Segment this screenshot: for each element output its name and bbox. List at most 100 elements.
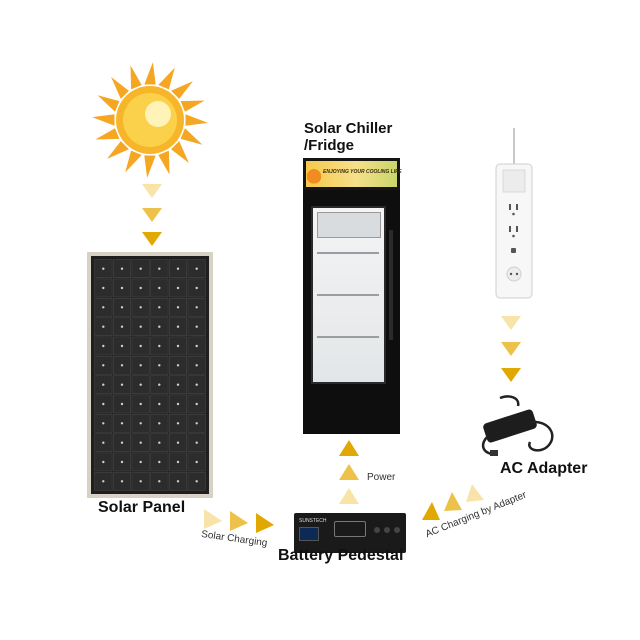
solar-cell-dot [158, 286, 161, 290]
sun-icon [92, 62, 208, 178]
sun-ray [97, 95, 120, 112]
solar-cell-dot [195, 422, 198, 425]
solar-cell-dot [139, 441, 142, 444]
sun-ray [95, 128, 120, 140]
solar-cell-dot [176, 402, 180, 406]
solar-cell-dot [158, 364, 161, 367]
fridge-cabinet [303, 190, 400, 434]
solar-cell-dot [158, 344, 161, 348]
solar-cell-dot [120, 402, 124, 406]
sun-to-panel-arrows [142, 184, 162, 246]
solar-cell-dot [195, 344, 198, 348]
solar-cell-dot [158, 441, 161, 444]
sun-ray [185, 114, 208, 126]
solar-cell-dot [102, 344, 105, 348]
solar-cell-dot [139, 480, 142, 483]
solar-cell-dot [158, 306, 161, 309]
solar-cell-dot [158, 402, 161, 406]
solar-cell-dot [158, 480, 161, 483]
sun-ray [171, 81, 193, 99]
solar-cell-dot [176, 286, 180, 290]
solar-charging-arrows [204, 509, 274, 533]
solar-cell-dot [120, 325, 124, 328]
solar-cell-dot [120, 480, 124, 483]
sun-ray [144, 62, 156, 85]
solar-cell-dot [102, 286, 105, 290]
solar-cell-dot [195, 460, 198, 464]
solar-cell-dot [120, 383, 124, 386]
solar-cell-dot [176, 383, 180, 386]
solar-cell-dot [102, 306, 105, 309]
fridge-slogan: ENJOYING YOUR COOLING LIFE [323, 169, 402, 175]
solar-cell-dot [195, 286, 198, 290]
solar-cell-dot [139, 383, 142, 386]
solar-cell-dot [176, 441, 180, 444]
solar-cell-dot [120, 460, 124, 464]
solar-cell-dot [139, 402, 142, 406]
sun-ray [92, 114, 115, 126]
solar-cell-dot [139, 325, 142, 328]
solar-cell-dot [120, 364, 124, 367]
battery-pedestal-label: Battery Pedestal [278, 547, 404, 564]
solar-cell-dot [120, 441, 124, 444]
solar-cell-dot [195, 441, 198, 444]
solar-cell-dot [139, 344, 142, 348]
solar-cell-dot [120, 306, 124, 309]
arrow-mid [142, 208, 162, 222]
sun-ray [107, 141, 129, 159]
power-strip-image [495, 128, 533, 299]
solar-cell-dot [158, 422, 161, 425]
sun-ray [111, 77, 129, 99]
solar-panel-label: Solar Panel [98, 499, 186, 516]
sun-ray [158, 67, 175, 90]
power-label: Power [367, 472, 396, 483]
solar-cell-dot [139, 460, 142, 464]
solar-cell-dot [120, 286, 124, 290]
solar-cell-dot [195, 306, 198, 309]
solar-cell-dot [102, 364, 105, 367]
solar-cell-dot [102, 441, 105, 444]
solar-cell-dot [176, 422, 180, 425]
sun-ray [158, 150, 170, 175]
solar-cell-dot [139, 286, 142, 290]
solar-cell-dot [139, 422, 142, 425]
solar-cell-dot [102, 325, 105, 328]
power-arrows [339, 440, 359, 504]
strip-to-adapter-arrows [501, 316, 521, 382]
solar-cell-dot [139, 306, 142, 309]
arrow-dark [142, 232, 162, 246]
fridge-image: ENJOYING YOUR COOLING LIFE [303, 158, 402, 434]
fridge-label-line2: /Fridge [304, 137, 355, 154]
solar-cell-dot [158, 460, 161, 464]
solar-cell-dot [120, 344, 124, 348]
solar-cell-dot [102, 480, 105, 483]
solar-cell-dot [120, 422, 124, 425]
arrow-light [142, 184, 162, 198]
solar-cell-dot [102, 267, 105, 270]
solar-cell-dot [176, 344, 180, 348]
solar-cell-dot [158, 325, 161, 328]
sun-ray [130, 65, 142, 90]
sun-ray [171, 141, 189, 163]
solar-cell-dot [139, 267, 142, 270]
solar-cell-dot [176, 267, 180, 270]
solar-cell-dot [158, 383, 161, 386]
solar-panel-image [87, 252, 213, 498]
sun-ray [180, 100, 205, 112]
fridge-label-line1: Solar Chiller [304, 120, 393, 137]
solar-cell-dot [120, 267, 124, 270]
sun-ray [125, 150, 142, 173]
solar-cell-dot [139, 364, 142, 367]
solar-cell-dot [195, 364, 198, 367]
fridge-handle [389, 230, 393, 340]
ac-charging-arrows [422, 484, 484, 520]
solar-cell-dot [176, 460, 180, 464]
solar-cell-dot [195, 267, 198, 270]
solar-cell-dot [176, 325, 180, 328]
sun-ray [180, 128, 203, 145]
solar-cell-dot [195, 383, 198, 386]
solar-cell-dot [102, 402, 105, 406]
solar-cell-dot [158, 267, 161, 270]
battery-brand: SUNSTECH [299, 518, 327, 524]
solar-cell-dot [102, 460, 105, 464]
